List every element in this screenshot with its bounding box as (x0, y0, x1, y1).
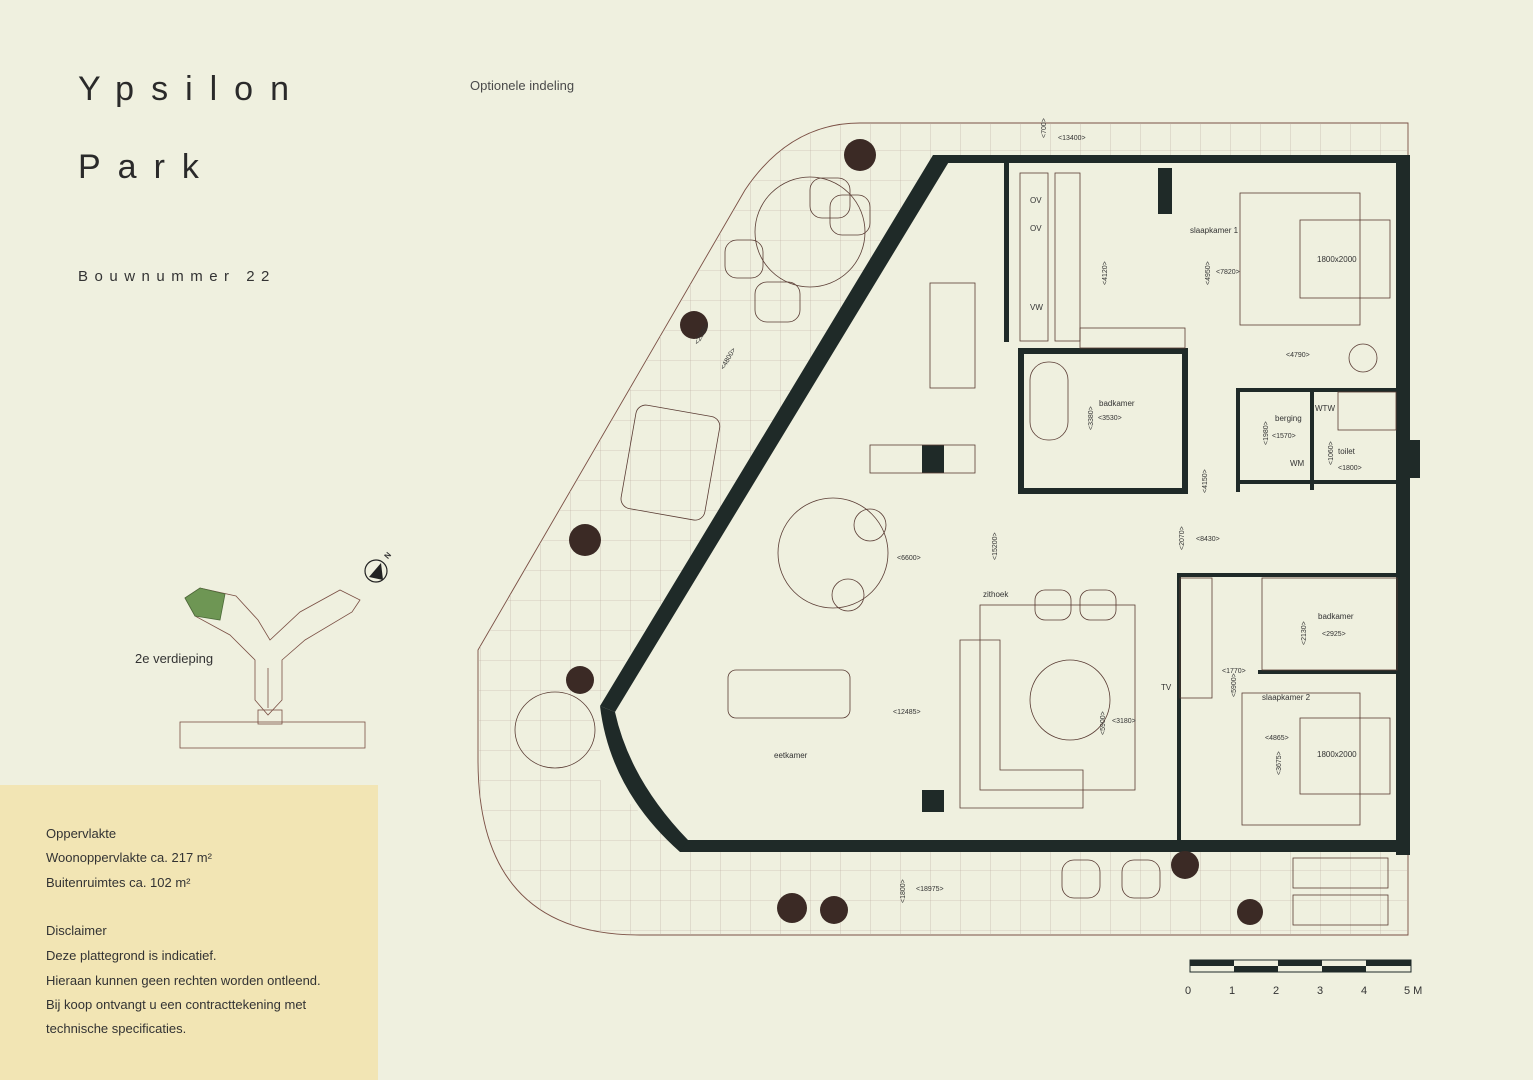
disclaimer-line: Bij koop ontvangt u een contracttekening… (46, 997, 307, 1012)
wtw-label: WTW (1315, 404, 1335, 413)
walls (600, 155, 1420, 855)
scale-bar (1189, 959, 1412, 973)
dimension-label: <4865> (1265, 735, 1289, 742)
meter-label-ov: OV (1030, 224, 1042, 233)
bouwnummer-label: Bouwnummer 22 (78, 268, 276, 285)
disclaimer-line: technische specificaties. (46, 1021, 187, 1036)
dimension-label: <15200> (992, 532, 999, 560)
plant-icon (1237, 899, 1263, 925)
disclaimer-line: Deze plattegrond is indicatief. (46, 948, 217, 963)
scale-label: 2 (1273, 985, 1280, 997)
room-label-zithoek: zithoek (983, 590, 1009, 599)
wm-label: WM (1290, 459, 1305, 468)
project-title-line2: Park (78, 148, 216, 186)
dimension-label: <4790> (1286, 352, 1310, 359)
plant-icon (844, 139, 876, 171)
bed-size-1: 1800x2000 (1317, 255, 1357, 264)
north-arrow-icon (364, 559, 388, 583)
dimension-label: <18975> (916, 886, 944, 893)
dimension-label: <13400> (1058, 135, 1086, 142)
dimension-label: <4150> (1202, 469, 1209, 493)
plants (566, 139, 1263, 925)
dimension-label: <12485> (893, 709, 921, 716)
dimension-label: <700> (1041, 118, 1048, 138)
dimension-label: <3675> (1276, 751, 1283, 775)
floor-label: 2e verdieping (135, 651, 214, 666)
dimension-label: <1770> (1222, 668, 1246, 675)
dimension-label: <1980> (1263, 421, 1270, 445)
dimension-label: <3180> (1112, 718, 1136, 725)
apartment-interior (600, 162, 1408, 848)
dimension-label: <2925> (1322, 631, 1346, 638)
plant-icon (569, 524, 601, 556)
tv-label: TV (1161, 683, 1172, 692)
scale-label: 5 M (1404, 985, 1423, 997)
plant-icon (566, 666, 594, 694)
dimension-label: <1060> (1328, 441, 1335, 465)
room-label-berging: berging (1275, 414, 1302, 423)
info-panel (0, 785, 378, 1080)
north-letter: N (382, 550, 393, 560)
dimension-label: <1800> (900, 879, 907, 903)
dimension-label: <8430> (1196, 536, 1220, 543)
dimension-label: <3380> (1088, 406, 1095, 430)
meter-label-ov: OV (1030, 196, 1042, 205)
room-label-badkamer2: badkamer (1318, 612, 1354, 621)
dimension-label: <5900> (1231, 673, 1238, 697)
scale-label: 4 (1361, 985, 1368, 997)
dimension-label: <2130> (1301, 621, 1308, 645)
living-area: Woonoppervlakte ca. 217 m² (46, 850, 212, 865)
plant-icon (680, 311, 708, 339)
keyplan-highlight-unit (184, 587, 226, 621)
dimension-label: <1570> (1272, 433, 1296, 440)
disclaimer-line: Hieraan kunnen geen rechten worden ontle… (46, 973, 321, 988)
room-label-slaapkamer2: slaapkamer 2 (1262, 693, 1311, 702)
plant-icon (1171, 851, 1199, 879)
dimension-label: <3530> (1098, 415, 1122, 422)
scale-label: 3 (1317, 985, 1324, 997)
key-plan (179, 587, 366, 749)
dimension-label: <4120> (1102, 261, 1109, 285)
bed-size-2: 1800x2000 (1317, 750, 1357, 759)
outdoor-area: Buitenruimtes ca. 102 m² (46, 875, 191, 890)
disclaimer-heading: Disclaimer (46, 923, 107, 938)
scale-label: 0 (1185, 985, 1192, 997)
area-heading: Oppervlakte (46, 826, 117, 841)
room-label-toilet: toilet (1338, 447, 1356, 456)
meter-label-vw: VW (1030, 303, 1043, 312)
fixtures (514, 172, 1398, 926)
dimension-label: <6600> (897, 555, 921, 562)
plant-icon (777, 893, 807, 923)
room-label-eetkamer: eetkamer (774, 751, 808, 760)
plant-icon (820, 896, 848, 924)
dimension-label: <7820> (1216, 269, 1240, 276)
room-label-badkamer1: badkamer (1099, 399, 1135, 408)
dimension-label: <2070> (1179, 526, 1186, 550)
scale-label: 1 (1229, 985, 1236, 997)
room-label-slaapkamer1: slaapkamer 1 (1190, 226, 1239, 235)
dimension-label: <1800> (1338, 465, 1362, 472)
dimension-label: <4950> (1205, 261, 1212, 285)
project-title-line1: Ypsilon (78, 70, 306, 108)
layout-subtitle: Optionele indeling (470, 78, 575, 93)
dimension-label: <5900> (1100, 711, 1107, 735)
